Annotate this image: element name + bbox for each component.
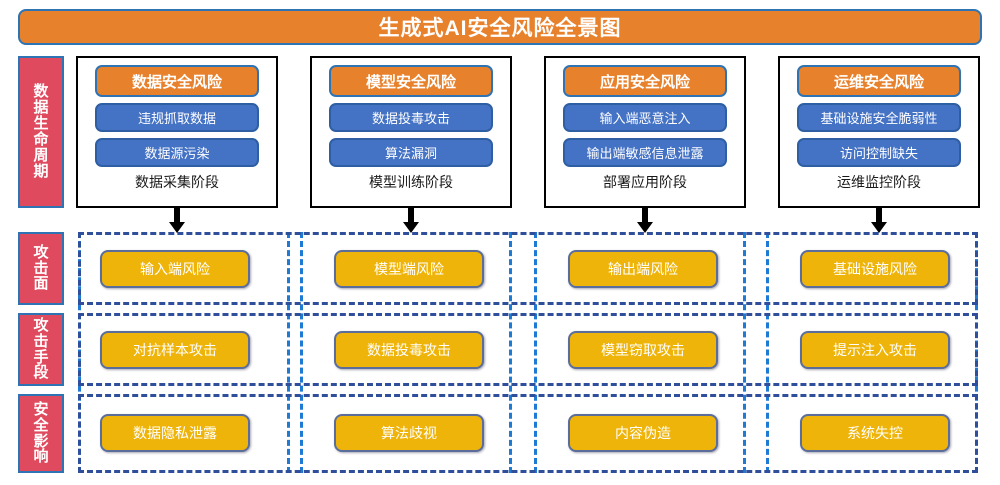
stage-risk-item[interactable]: 算法漏洞 <box>329 138 493 167</box>
stage-risk-item[interactable]: 输出端敏感信息泄露 <box>563 138 727 167</box>
sidebar-item-label: 攻击面 <box>33 243 49 293</box>
matrix-cell[interactable]: 系统失控 <box>800 414 950 452</box>
stage-header[interactable]: 数据安全风险 <box>95 65 259 97</box>
stage-header[interactable]: 模型安全风险 <box>329 65 493 97</box>
stage-risk-item[interactable]: 基础设施安全脆弱性 <box>797 103 961 132</box>
stage-column-operations: 运维安全风险 基础设施安全脆弱性 访问控制缺失 运维监控阶段 <box>778 56 980 208</box>
column-strip-model <box>300 232 512 473</box>
column-strip-output <box>534 232 746 473</box>
sidebar-item-life-cycle[interactable]: 数据生命周期 <box>18 56 64 208</box>
stage-caption: 模型训练阶段 <box>369 174 453 190</box>
row-band-attack-surface <box>78 232 978 305</box>
down-arrow-icon <box>637 208 653 234</box>
down-arrow-icon <box>403 208 419 234</box>
matrix-cell[interactable]: 输入端风险 <box>100 250 250 288</box>
stage-risk-item[interactable]: 输入端恶意注入 <box>563 103 727 132</box>
matrix-cell[interactable]: 数据隐私泄露 <box>100 414 250 452</box>
down-arrow-icon <box>871 208 887 234</box>
down-arrow-icon <box>169 208 185 234</box>
row-band-security-impact <box>78 394 978 473</box>
stage-caption: 部署应用阶段 <box>603 174 687 190</box>
sidebar-item-attack-method[interactable]: 攻击手段 <box>18 313 64 386</box>
matrix-cell[interactable]: 基础设施风险 <box>800 250 950 288</box>
stage-header[interactable]: 运维安全风险 <box>797 65 961 97</box>
matrix-cell[interactable]: 算法歧视 <box>334 414 484 452</box>
sidebar-item-label: 数据生命周期 <box>33 83 49 180</box>
matrix-cell[interactable]: 模型窃取攻击 <box>568 331 718 369</box>
sidebar-item-attack-surface[interactable]: 攻击面 <box>18 232 64 305</box>
stage-caption: 运维监控阶段 <box>837 174 921 190</box>
sidebar-item-security-impact[interactable]: 安全影响 <box>18 394 64 473</box>
stage-column-model-training: 模型安全风险 数据投毒攻击 算法漏洞 模型训练阶段 <box>310 56 512 208</box>
stage-risk-item[interactable]: 数据投毒攻击 <box>329 103 493 132</box>
stage-header[interactable]: 应用安全风险 <box>563 65 727 97</box>
matrix-cell[interactable]: 模型端风险 <box>334 250 484 288</box>
page-title: 生成式AI安全风险全景图 <box>18 9 982 45</box>
stage-column-data-collection: 数据安全风险 违规抓取数据 数据源污染 数据采集阶段 <box>76 56 278 208</box>
matrix-cell[interactable]: 内容伪造 <box>568 414 718 452</box>
sidebar-item-label: 安全影响 <box>33 400 49 466</box>
matrix-cell[interactable]: 输出端风险 <box>568 250 718 288</box>
matrix-cell[interactable]: 数据投毒攻击 <box>334 331 484 369</box>
stage-risk-item[interactable]: 数据源污染 <box>95 138 259 167</box>
matrix-cell[interactable]: 对抗样本攻击 <box>100 331 250 369</box>
row-band-attack-method <box>78 313 978 386</box>
stage-caption: 数据采集阶段 <box>135 174 219 190</box>
stage-risk-item[interactable]: 违规抓取数据 <box>95 103 259 132</box>
stage-risk-item[interactable]: 访问控制缺失 <box>797 138 961 167</box>
stage-column-deployment: 应用安全风险 输入端恶意注入 输出端敏感信息泄露 部署应用阶段 <box>544 56 746 208</box>
sidebar-item-label: 攻击手段 <box>33 316 49 382</box>
matrix-cell[interactable]: 提示注入攻击 <box>800 331 950 369</box>
